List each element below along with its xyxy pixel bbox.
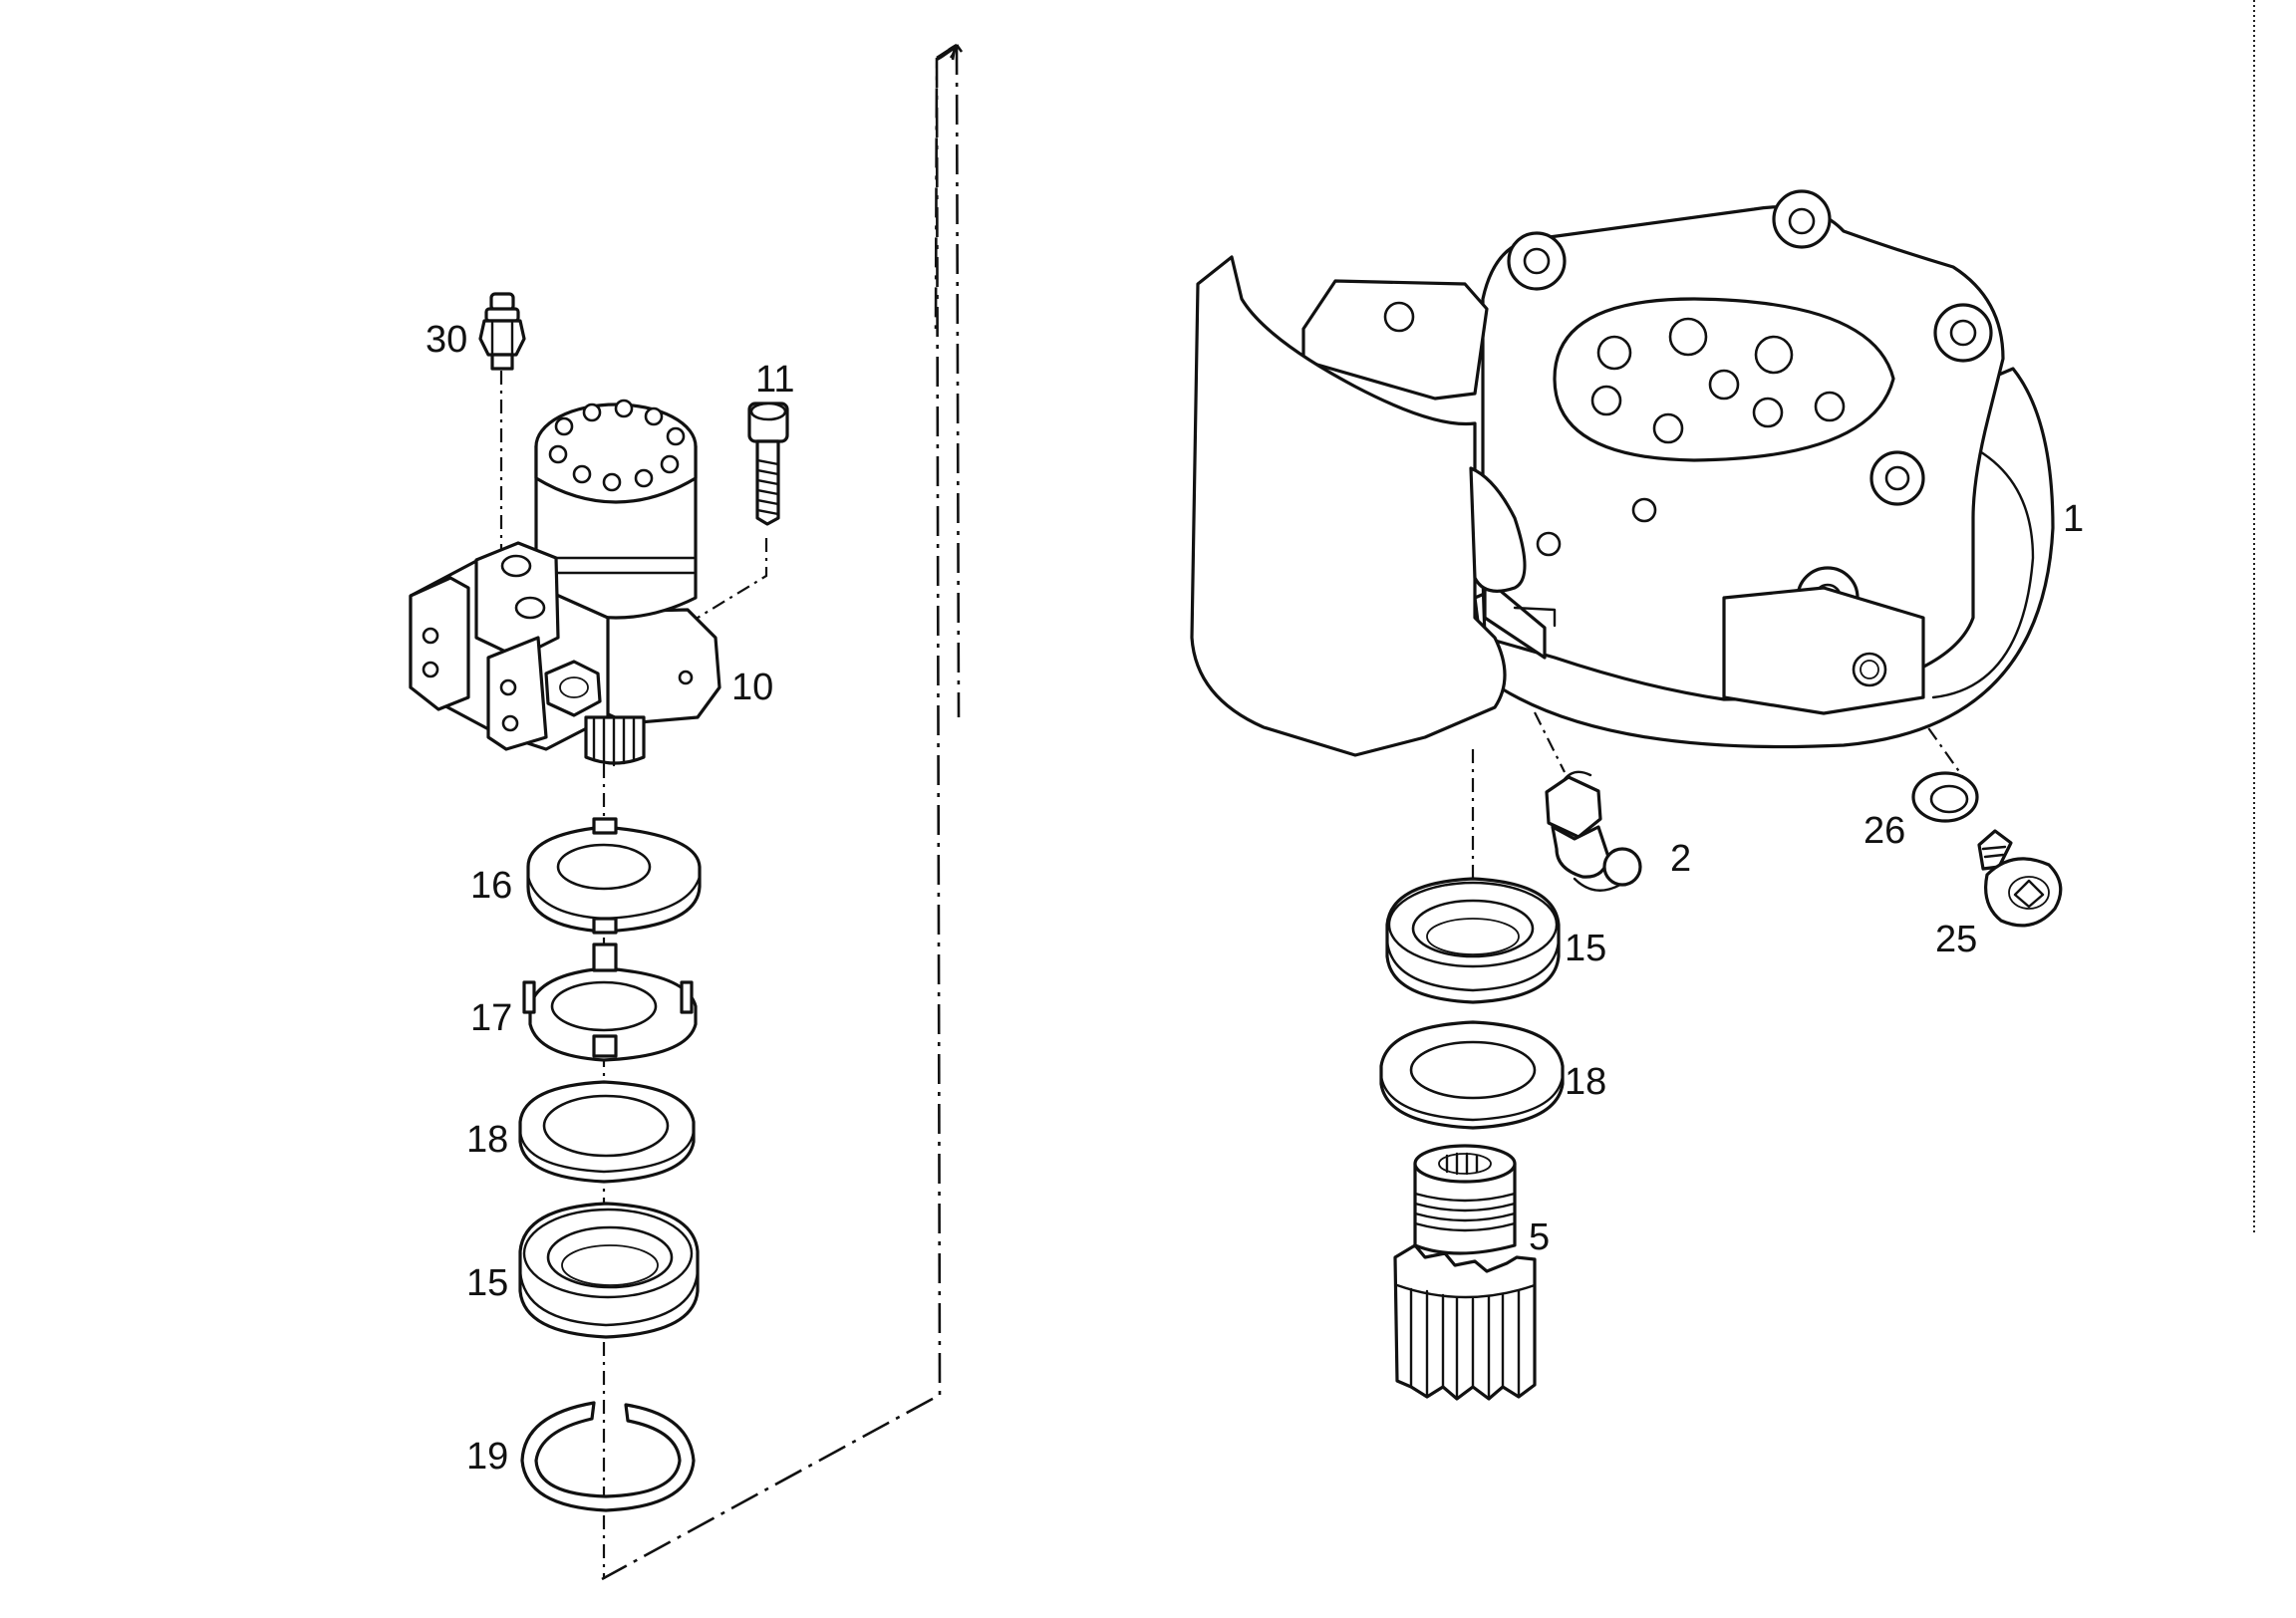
thrust-washer-18-right [1379, 1020, 1565, 1130]
callout-2: 2 [1670, 838, 1691, 880]
callout-10: 10 [731, 667, 773, 708]
assembly-frame-line [601, 43, 964, 1581]
callout-30: 30 [426, 319, 467, 361]
callout-11: 11 [755, 359, 794, 401]
pinion-shaft-5 [1393, 1144, 1537, 1401]
callout-18-left: 18 [466, 1119, 508, 1161]
tab-washer-17 [522, 943, 698, 1062]
callout-18-right: 18 [1565, 1061, 1606, 1103]
bearing-15-right [1385, 877, 1561, 1004]
bearing-15-left [518, 1202, 700, 1339]
cap-screw-11 [747, 402, 789, 526]
callout-19: 19 [466, 1436, 508, 1478]
plug-centerline [1877, 657, 1964, 778]
grease-nipple-30 [478, 292, 526, 371]
callout-5: 5 [1529, 1216, 1550, 1258]
callout-16: 16 [470, 865, 512, 907]
callout-1: 1 [2063, 498, 2084, 540]
callout-17: 17 [470, 997, 512, 1039]
callout-26: 26 [1864, 810, 1905, 852]
plug-screw-25 [1977, 829, 2063, 928]
grease-fitting-2 [1545, 770, 1642, 892]
gearbox-housing-1 [1190, 189, 2055, 757]
thrust-washer-18-left [518, 1080, 696, 1184]
screw-centerline [694, 538, 768, 649]
right-assembly: 1 2 26 25 15 18 5 [1190, 189, 2084, 1401]
motor-cap-bolts [548, 399, 686, 492]
hydraulic-motor-10 [409, 399, 721, 767]
sealing-ring-26 [1911, 771, 1979, 823]
callout-15-left: 15 [466, 1262, 508, 1304]
callout-15-right: 15 [1565, 928, 1606, 969]
callout-25: 25 [1935, 919, 1977, 960]
recess-bolt-holes [1590, 317, 1846, 444]
left-assembly: 30 11 10 16 17 18 15 19 [409, 43, 964, 1581]
lock-washer-16 [526, 817, 702, 935]
circlip-19 [520, 1401, 696, 1512]
grease-fitting-centerline [1534, 711, 1566, 773]
